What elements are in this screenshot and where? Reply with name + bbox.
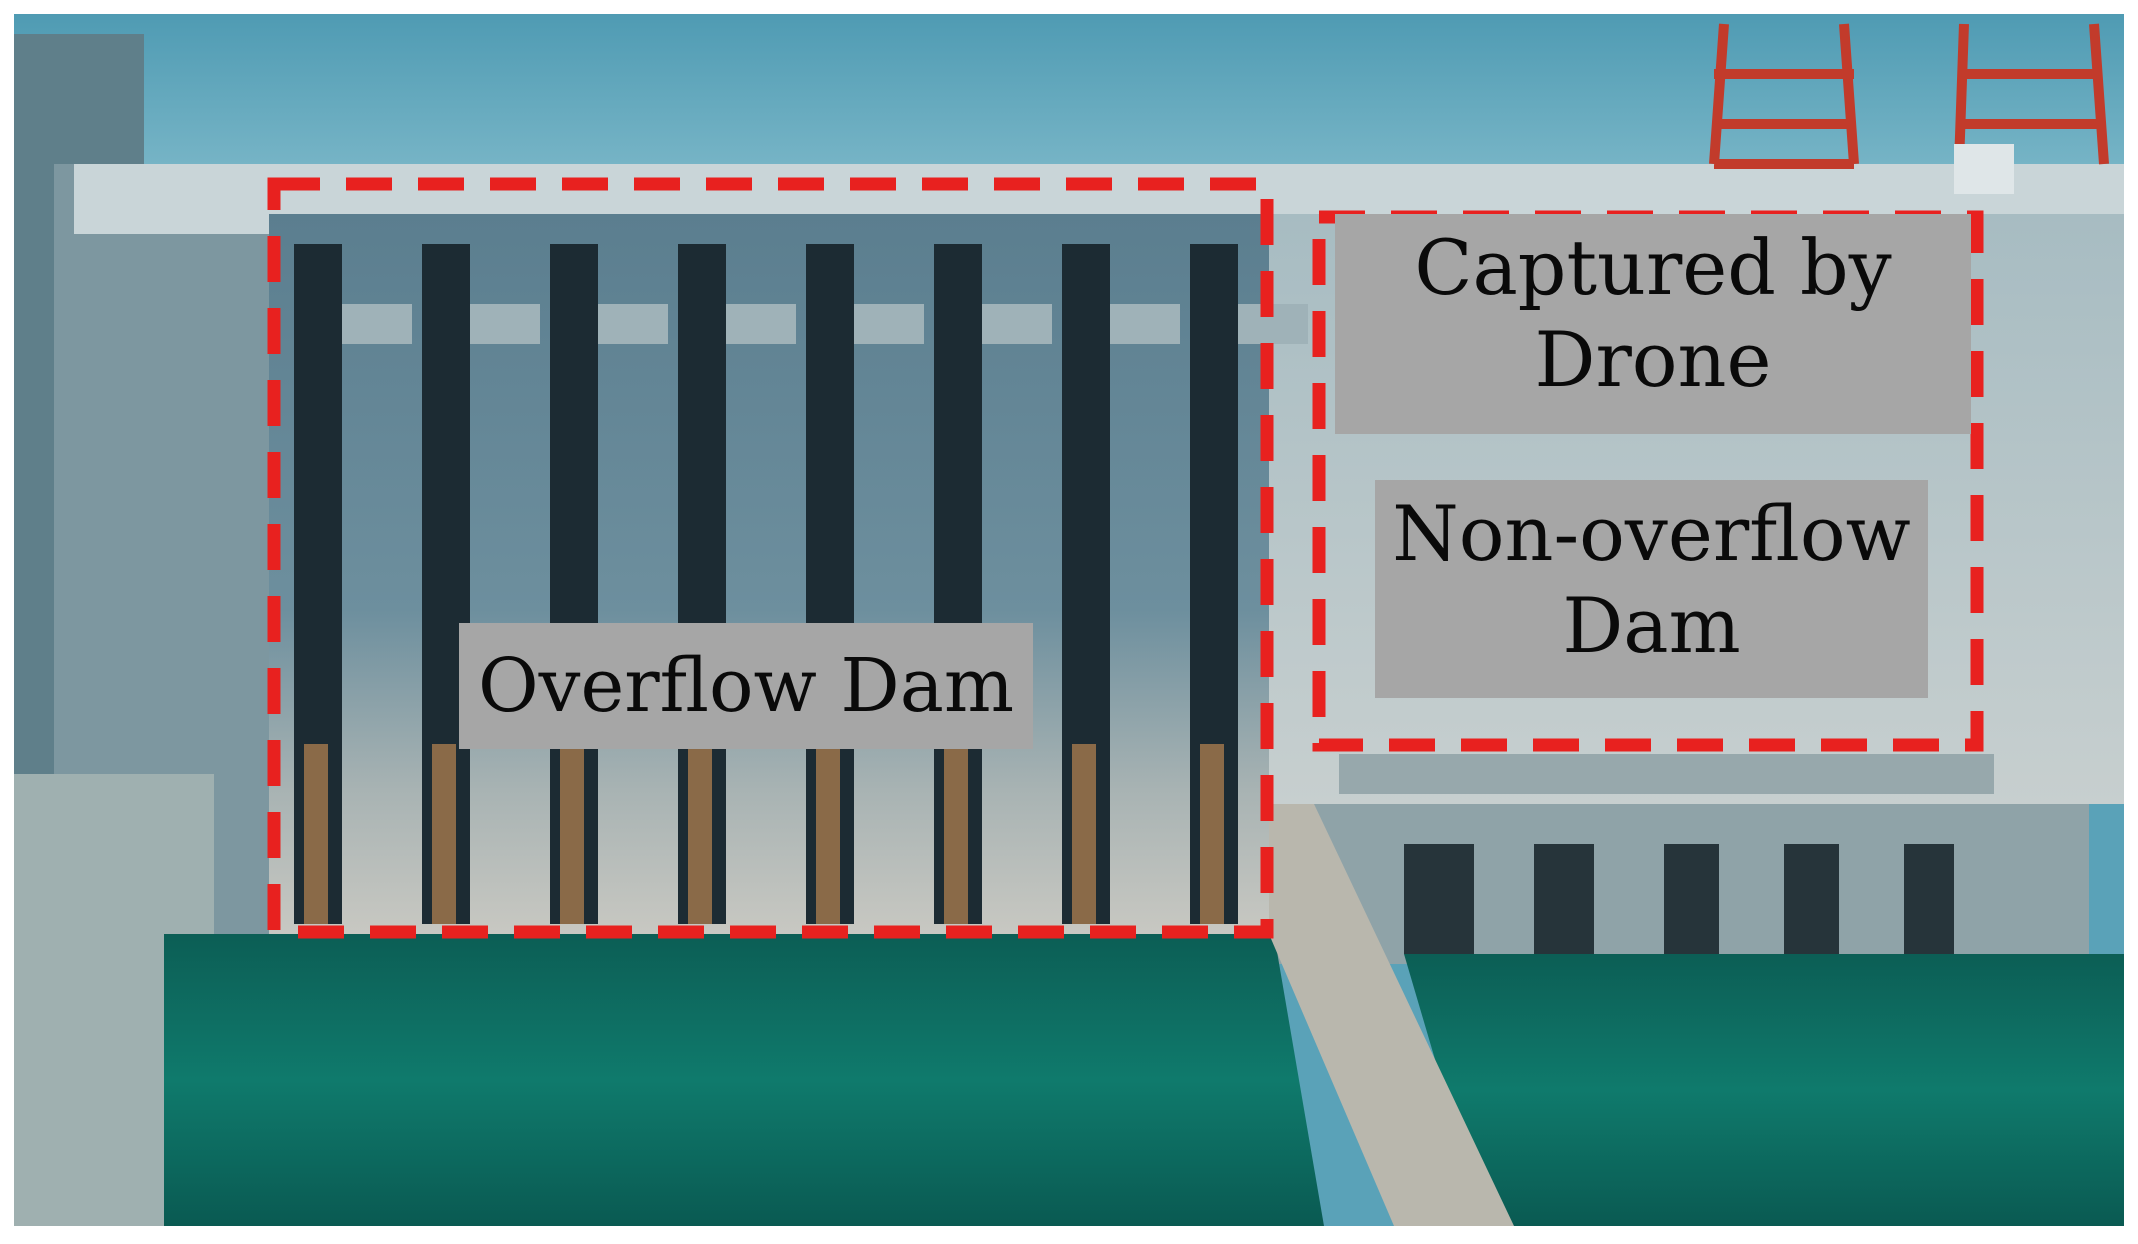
spillway-chute — [1200, 744, 1224, 924]
spillway-chute — [560, 744, 584, 924]
training-wall — [1269, 804, 1514, 1226]
gantry-cranes — [1709, 23, 2109, 169]
pier-layer — [294, 244, 1308, 924]
pier-head — [726, 304, 796, 344]
spillway-chute — [1072, 744, 1096, 924]
water — [164, 934, 1324, 1226]
overflow-dam-label-text: Overflow Dam — [477, 643, 1015, 729]
pier-head — [470, 304, 540, 344]
captured-by-drone-line-1: Captured by — [1414, 223, 1892, 312]
bottom-outlets — [1404, 844, 1954, 954]
pier-head — [598, 304, 668, 344]
captured-by-drone-label: Captured by Drone — [1335, 214, 1971, 434]
pier-head — [854, 304, 924, 344]
spillway-chute — [816, 744, 840, 924]
non-overflow-dam-line-1: Non-overflow — [1392, 489, 1911, 578]
non-overflow-dam-line-2: Dam — [1562, 581, 1741, 670]
captured-by-drone-line-2: Drone — [1534, 315, 1772, 404]
pier-head — [1110, 304, 1180, 344]
non-overflow-dam-label: Non-overflow Dam — [1375, 480, 1928, 698]
overflow-dam-label: Overflow Dam — [459, 623, 1033, 749]
overflow-region-box — [267, 177, 1274, 939]
pier-head — [342, 304, 412, 344]
spillway-chute — [432, 744, 456, 924]
pier-head — [982, 304, 1052, 344]
spillway-chute — [944, 744, 968, 924]
spillway-chute — [304, 744, 328, 924]
spillway-chute — [688, 744, 712, 924]
sky — [14, 14, 2124, 184]
